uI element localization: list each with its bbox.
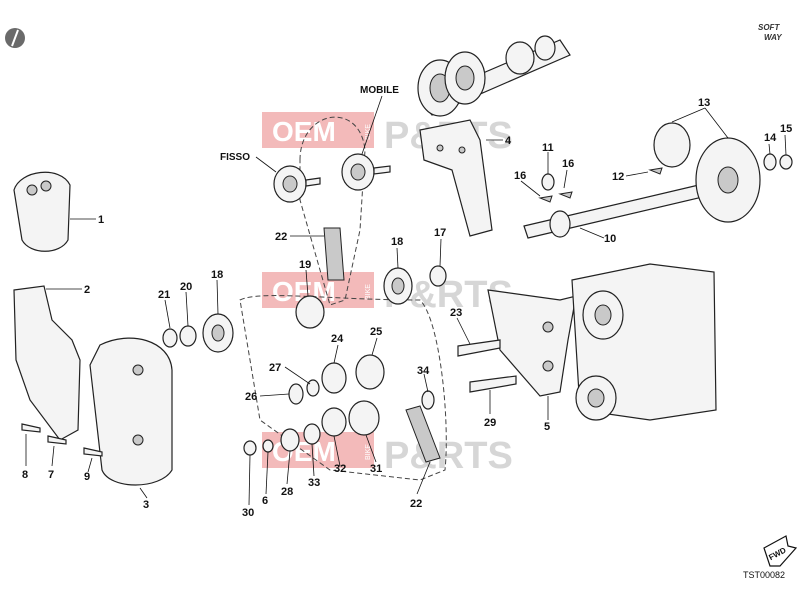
svg-text:BIKE: BIKE [365,444,372,460]
callout-7: 7 [48,469,54,481]
callout-17: 17 [434,227,446,239]
callout-6: 6 [262,495,268,507]
part-6-washer [262,439,274,453]
callout-16-b: 16 [562,158,574,170]
part-9-screw [83,447,103,457]
callout-20: 20 [180,281,192,293]
part-27-ring [306,379,320,397]
part-22-belt-section [323,227,345,281]
part-14-washer [763,153,777,171]
part-24-roller [321,362,347,394]
softway-logo: SOFT WAY [758,23,782,42]
callout-11: 11 [542,142,554,154]
part-21-washer [162,328,178,348]
callout-31: 31 [370,463,382,475]
svg-text:WAY: WAY [764,33,782,42]
part-18-pulley-left [202,313,234,353]
callout-34: 34 [417,365,430,377]
callout-32: 32 [334,463,346,475]
fwd-arrow-icon: FWD [763,535,798,567]
fixed-tensioner-roller [273,165,321,203]
callout-30: 30 [242,507,254,519]
callout-24: 24 [331,333,344,345]
leader-lines [25,95,787,506]
callout-18: 18 [391,236,403,248]
label-mobile: MOBILE [360,85,399,96]
callout-12: 12 [612,171,624,183]
camshaft-assembly [417,35,571,117]
part-2-cover-plate [13,285,81,441]
svg-text:BIKE: BIKE [365,284,372,300]
callout-numbers: 1 2 3 4 5 6 7 8 9 10 11 12 13 14 15 16 1… [22,97,792,519]
part-13-gears [653,122,761,223]
callout-14: 14 [764,132,777,144]
callout-5: 5 [544,421,550,433]
part-19-disc [295,295,325,329]
part-16-key [538,195,553,203]
part-26-ring [288,383,304,405]
svg-text:BIKE: BIKE [365,124,372,140]
svg-text:SOFT: SOFT [758,23,780,32]
part-28-bushing [280,428,300,452]
part-1-cover [13,171,71,252]
corner-logo-icon [5,28,25,48]
part-5-bracket [487,289,577,397]
drawing-code: TST00082 [743,570,785,580]
callout-13: 13 [698,97,710,109]
callout-1: 1 [98,214,104,226]
callout-10: 10 [604,233,616,245]
callout-22: 22 [275,231,287,243]
part-7-screw [47,435,67,445]
part-16-key-2 [558,191,573,199]
part-33-ring [303,423,321,445]
part-4-bracket [419,119,493,237]
callout-8: 8 [22,469,28,481]
part-18-pulley [383,267,413,305]
callout-29: 29 [484,417,496,429]
callout-22-b: 22 [410,498,422,510]
mobile-tensioner-roller [341,153,391,191]
callout-9: 9 [84,471,90,483]
callout-15: 15 [780,123,792,135]
part-3-housing [89,337,173,486]
callout-18-b: 18 [211,269,223,281]
callout-26: 26 [245,391,257,403]
callout-2: 2 [84,284,90,296]
callout-4: 4 [505,135,512,147]
callout-25: 25 [370,326,382,338]
svg-text:P&RTS: P&RTS [384,435,513,477]
part-29-stud [469,375,517,393]
part-8-screw [21,423,41,433]
callout-33: 33 [308,477,320,489]
callout-3: 3 [143,499,149,511]
part-34-ring [421,390,435,410]
label-fisso: FISSO [220,152,250,163]
callout-21: 21 [158,289,170,301]
part-15-nut [779,154,793,170]
callout-16: 16 [514,170,526,182]
callout-19: 19 [299,259,311,271]
part-10-shaft [523,179,725,239]
timing-belt-lower [239,295,447,481]
callout-28: 28 [281,486,293,498]
part-30-nut [243,440,257,456]
timing-belt-upper [299,116,366,306]
part-11-clip [541,173,555,191]
engine-head-block [571,263,717,421]
callout-27: 27 [269,362,281,374]
part-31-roller [348,400,380,436]
part-17-washer [429,265,447,287]
callout-23: 23 [450,307,462,319]
part-12-key [648,167,663,175]
part-32-roller [321,407,347,437]
part-22-belt-section-2 [405,405,441,463]
svg-text:OEM: OEM [272,116,336,147]
part-25-roller [355,354,385,390]
part-20-washer [179,325,197,347]
part-23-stud [457,339,501,357]
